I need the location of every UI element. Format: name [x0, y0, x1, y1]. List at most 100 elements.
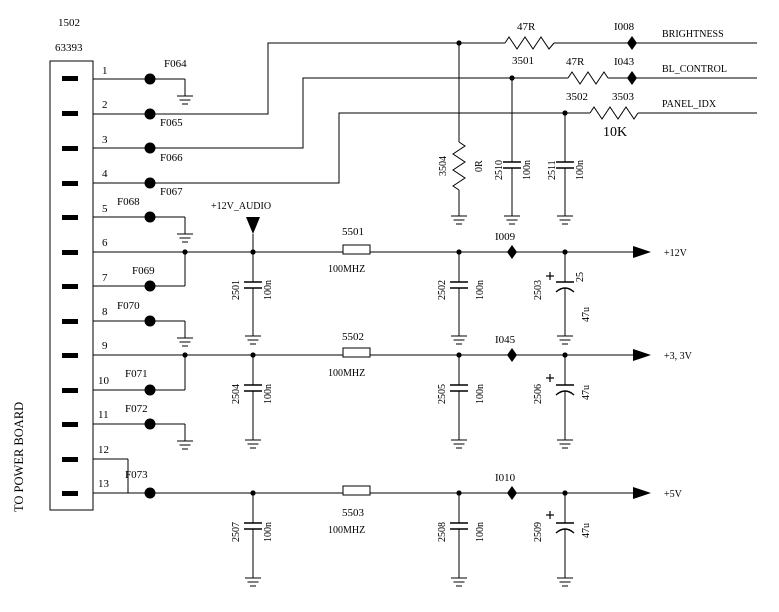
test-point-label: F065 [160, 117, 183, 129]
pin-contact [62, 146, 78, 151]
port-label: I043 [614, 56, 635, 68]
pin-contact [62, 284, 78, 289]
port-label: I045 [495, 334, 516, 346]
output-arrow-icon [633, 246, 651, 258]
ground-icon [556, 215, 574, 225]
supply-arrow-icon [246, 217, 260, 234]
pin-contact [62, 76, 78, 81]
ground-icon [244, 577, 262, 587]
bead-value: 100MHZ [328, 264, 365, 275]
port-label: I008 [614, 21, 635, 33]
port-diamond-icon [507, 245, 517, 259]
rail-output-label: +12V [664, 248, 688, 259]
capacitor-value: 47u [581, 307, 592, 322]
resistor-ref: 3504 [438, 156, 449, 176]
test-point-label: F070 [117, 300, 140, 312]
ferrite-bead-5501 [342, 244, 371, 255]
capacitor-value: 100n [522, 160, 533, 180]
pin-contact [62, 422, 78, 427]
pin-contact [62, 111, 78, 116]
pin-contact [62, 181, 78, 186]
resistor-value: 47R [517, 21, 536, 33]
pin-wires [93, 78, 185, 494]
ground-icon [450, 215, 468, 225]
pin-number: 8 [102, 306, 108, 318]
resistor-value: 10K [603, 125, 627, 140]
ground-icon [176, 233, 194, 243]
bead-value: 100MHZ [328, 525, 365, 536]
capacitor-voltage: 25 [575, 272, 586, 282]
bead-ref: 5503 [342, 507, 365, 519]
capacitor-value: 100n [475, 522, 486, 542]
resistor-3504 [452, 141, 466, 191]
capacitor-value: 100n [575, 160, 586, 180]
test-point-label: F066 [160, 152, 183, 164]
ground-icon [556, 577, 574, 587]
ground-icon [556, 335, 574, 345]
connector-1502: 1502 63393 TO POWER BOARD [12, 17, 94, 512]
pin-number: 9 [102, 340, 108, 352]
test-point-label: F067 [160, 186, 183, 198]
test-point-label: F072 [125, 403, 148, 415]
bead-ref: 5501 [342, 226, 364, 238]
rail-5v: 5503 100MHZ I010 +5V 2507 100n 2508 100n… [128, 472, 683, 578]
connector-pins: 1 2 3 4 5 6 7 8 9 10 11 12 13 F064 F065 … [62, 58, 187, 499]
test-point-label: F064 [164, 58, 187, 70]
connector-ref-label: 1502 [58, 17, 80, 29]
pin-contact [62, 319, 78, 324]
pin-contact [62, 353, 78, 358]
output-arrow-icon [633, 349, 651, 361]
pin-number: 2 [102, 99, 108, 111]
signal-wires [150, 42, 757, 216]
test-point-label: F068 [117, 196, 140, 208]
net-name: BL_CONTROL [662, 64, 727, 75]
signal-junctions [456, 40, 568, 116]
capacitor-ref: 2509 [533, 522, 544, 542]
pin-contact [62, 457, 78, 462]
pin-number: 4 [102, 168, 108, 180]
capacitor-value: 100n [263, 522, 274, 542]
ground-icon [244, 335, 262, 345]
connector-part-label: 63393 [55, 42, 83, 54]
ground-icon [450, 335, 468, 345]
port-diamond-icon [627, 36, 637, 50]
ferrite-bead-5503 [342, 485, 371, 496]
port-label: I009 [495, 231, 516, 243]
capacitor-value: 47u [581, 385, 592, 400]
resistor-value: 0R [474, 160, 485, 172]
pin-contact [62, 250, 78, 255]
test-point-label: F073 [125, 469, 148, 481]
capacitor-value: 100n [263, 384, 274, 404]
ground-icon [176, 95, 194, 105]
pin-contacts [62, 76, 78, 496]
rail-3v3: 5502 100MHZ I045 +3, 3V 2504 100n 2505 1… [182, 331, 693, 440]
resistor-3502 [567, 71, 609, 85]
capacitor-value: 100n [263, 280, 274, 300]
capacitor-ref: 2503 [533, 280, 544, 300]
ground-icon [176, 440, 194, 450]
pin-number: 6 [102, 237, 108, 249]
pin-number: 5 [102, 203, 108, 215]
pin-number: 1 [102, 65, 108, 77]
pin-number: 10 [98, 375, 110, 387]
bead-value: 100MHZ [328, 368, 365, 379]
pin-contact [62, 491, 78, 496]
port-diamond-icon [627, 71, 637, 85]
pin-number: 3 [102, 134, 108, 146]
pin-number: 7 [102, 272, 108, 284]
resistor-3501 [504, 36, 555, 50]
capacitor-ref: 2504 [231, 384, 242, 404]
capacitor-2510 [503, 161, 521, 169]
port-diamond-icon [507, 486, 517, 500]
ground-icon [244, 439, 262, 449]
port-label: I010 [495, 472, 516, 484]
resistor-ref: 3503 [612, 91, 635, 103]
resistor-ref: 3501 [512, 55, 534, 67]
capacitor-ref: 2511 [547, 160, 558, 180]
resistor-ref: 3502 [566, 91, 588, 103]
capacitor-value: 47u [581, 523, 592, 538]
ground-icon [503, 215, 521, 225]
pin-number: 13 [98, 478, 110, 490]
to-power-board-label: TO POWER BOARD [12, 402, 26, 512]
